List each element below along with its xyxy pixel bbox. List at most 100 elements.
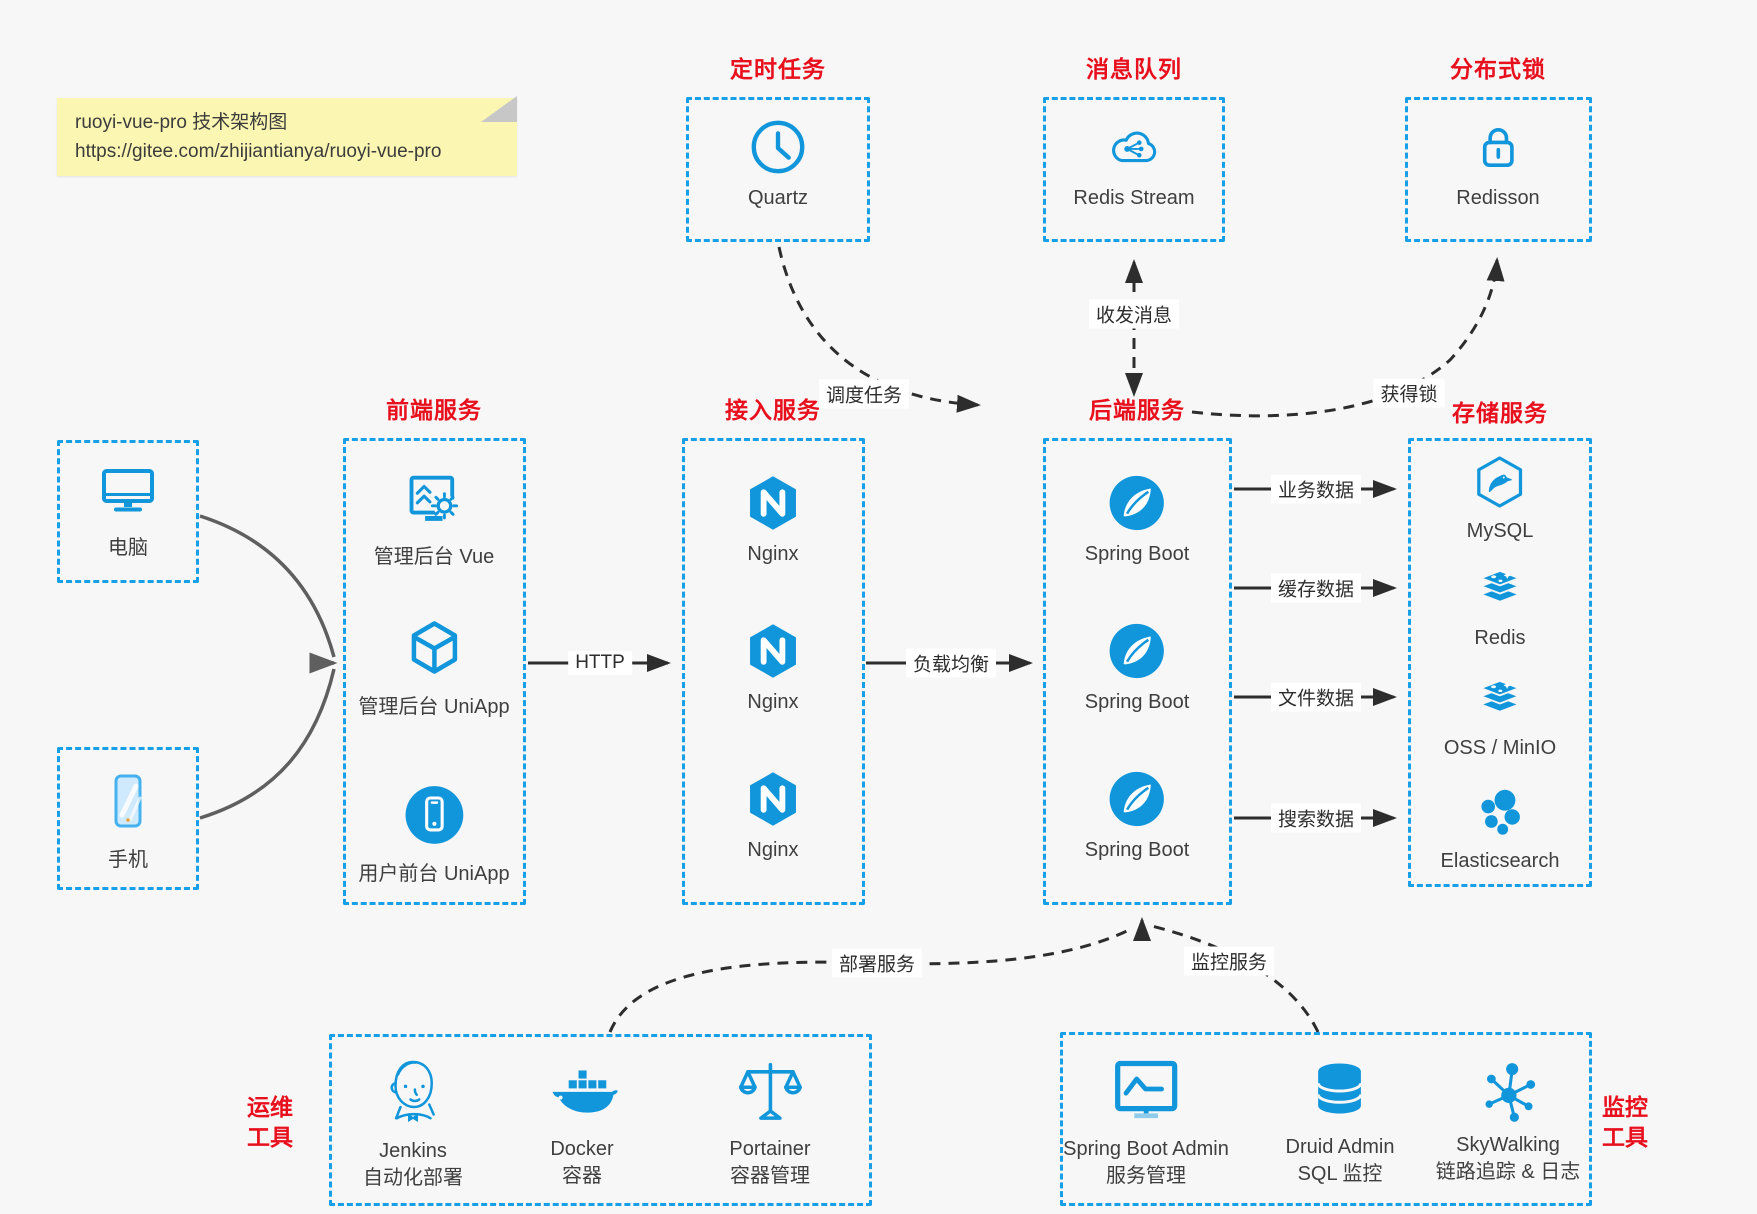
- edge-monitoring: [1151, 924, 1320, 1033]
- druid-icon: [1317, 1063, 1363, 1114]
- title-backend: 后端服务: [1089, 397, 1185, 423]
- tool-name: Docker: [550, 1138, 614, 1160]
- node-nginx-1: Nginx: [743, 472, 803, 566]
- title-access: 接入服务: [725, 397, 821, 423]
- node-docker: Docker 容器: [543, 1056, 621, 1190]
- node-label: Nginx: [747, 543, 799, 565]
- edge-label-http: HTTP: [568, 651, 632, 675]
- note-url: https://gitee.com/zhijiantianya/ruoyi-vu…: [75, 141, 442, 162]
- node-admin-uniapp: 管理后台 UniApp: [358, 617, 510, 719]
- node-label: Nginx: [747, 839, 799, 861]
- node-jenkins: Jenkins 自动化部署: [363, 1052, 463, 1192]
- spring-boot-icon: [1109, 475, 1165, 531]
- node-user-uniapp: 用户前台 UniApp: [358, 782, 510, 886]
- node-label: Redis: [1474, 627, 1526, 649]
- cloud-mq-icon: [1111, 131, 1156, 163]
- tool-desc: 自动化部署: [363, 1167, 463, 1189]
- node-redisson: Redisson: [1456, 116, 1540, 210]
- tool-desc: 容器: [561, 1165, 602, 1187]
- tool-name: Spring Boot Admin: [1063, 1138, 1229, 1160]
- node-label: 用户前台 UniApp: [358, 863, 510, 885]
- elasticsearch-icon: [1481, 789, 1521, 835]
- node-phone: 手机: [96, 768, 160, 872]
- node-label: Docker 容器: [550, 1136, 613, 1190]
- mysql-icon: [1477, 456, 1523, 508]
- uniapp-cube-icon: [411, 621, 457, 674]
- box-storage: [1408, 438, 1592, 887]
- lock-icon: [1482, 128, 1514, 167]
- edge-label-get-lock: 获得锁: [1373, 378, 1445, 408]
- edge-label-schedule: 调度任务: [818, 379, 910, 409]
- node-label: Redis Stream: [1073, 187, 1195, 209]
- tool-desc: 链路追踪 & 日志: [1435, 1161, 1581, 1183]
- edge-clients-to-frontend: [199, 514, 338, 820]
- node-nginx-2: Nginx: [743, 620, 803, 714]
- edge-deploy: [608, 926, 1134, 1033]
- node-label: SkyWalking 链路追踪 & 日志: [1436, 1132, 1580, 1186]
- redis-icon: [1480, 569, 1520, 603]
- title-frontend: 前端服务: [386, 397, 482, 423]
- nginx-icon: [750, 772, 796, 826]
- node-label: OSS / MinIO: [1443, 737, 1557, 759]
- box-dlock: [1405, 97, 1592, 242]
- clock-icon: [751, 120, 805, 174]
- docker-icon: [552, 1070, 618, 1113]
- node-spring-boot-1: Spring Boot: [1084, 472, 1190, 566]
- edge-label-biz-data: 业务数据: [1270, 474, 1362, 504]
- node-label: Spring Boot: [1084, 691, 1190, 713]
- box-monitor-tools: [1060, 1032, 1592, 1206]
- node-label: Druid Admin SQL 监控: [1286, 1134, 1395, 1188]
- node-label: Redisson: [1456, 187, 1540, 209]
- title-storage: 存储服务: [1452, 400, 1548, 426]
- node-druid-admin: Druid Admin SQL 监控: [1286, 1054, 1395, 1188]
- admin-vue-icon: [409, 475, 459, 521]
- spring-boot-icon: [1109, 771, 1165, 827]
- box-computer: [57, 440, 199, 583]
- node-portainer: Portainer 容器管理: [729, 1054, 811, 1190]
- oss-icon: [1480, 679, 1520, 713]
- node-label: Portainer 容器管理: [729, 1136, 810, 1190]
- user-app-icon: [405, 786, 463, 844]
- node-oss-minio: OSS / MinIO: [1444, 670, 1556, 760]
- smartphone-icon: [114, 774, 142, 828]
- spring-boot-admin-icon: [1114, 1060, 1178, 1119]
- edge-label-search-data: 搜索数据: [1270, 803, 1362, 833]
- node-label: Elasticsearch: [1440, 850, 1560, 872]
- node-label: 管理后台 UniApp: [358, 696, 510, 718]
- edge-label-monitoring: 监控服务: [1183, 946, 1275, 976]
- edge-label-file-data: 文件数据: [1270, 682, 1362, 712]
- tool-desc: 容器管理: [730, 1165, 810, 1187]
- box-access: [682, 438, 865, 905]
- node-label: 管理后台 Vue: [373, 546, 495, 568]
- node-spring-boot-2: Spring Boot: [1084, 620, 1190, 714]
- node-label: 电脑: [108, 537, 148, 559]
- edge-label-load-balance: 负载均衡: [905, 648, 997, 678]
- node-mysql: MySQL: [1466, 453, 1534, 543]
- node-label: MySQL: [1466, 520, 1534, 542]
- box-scheduler: [686, 97, 870, 242]
- edge-label-message: 收发消息: [1088, 299, 1180, 329]
- box-frontend: [343, 438, 526, 905]
- node-spring-boot-3: Spring Boot: [1084, 768, 1190, 862]
- node-skywalking: SkyWalking 链路追踪 & 日志: [1436, 1056, 1580, 1186]
- node-elasticsearch: Elasticsearch: [1440, 783, 1560, 873]
- node-label: Spring Boot: [1084, 543, 1190, 565]
- box-ops-tools: [329, 1034, 872, 1206]
- node-label: Nginx: [747, 691, 799, 713]
- node-computer: 电脑: [96, 458, 160, 560]
- note-fold-corner: [481, 96, 517, 122]
- title-scheduler: 定时任务: [730, 56, 826, 82]
- tool-name: Jenkins: [379, 1140, 447, 1162]
- skywalking-icon: [1485, 1063, 1536, 1122]
- note-title: ruoyi-vue-pro 技术架构图: [75, 112, 288, 133]
- node-spring-boot-admin: Spring Boot Admin 服务管理: [1063, 1054, 1229, 1190]
- node-quartz: Quartz: [747, 116, 809, 210]
- node-label: Spring Boot: [1084, 839, 1190, 861]
- tool-name: Portainer: [729, 1138, 811, 1160]
- tool-name: SkyWalking: [1456, 1134, 1560, 1156]
- edge-label-deploy: 部署服务: [831, 948, 923, 978]
- desktop-icon: [102, 469, 154, 512]
- box-phone: [57, 747, 199, 890]
- edge-label-cache-data: 缓存数据: [1270, 573, 1362, 603]
- node-label: Quartz: [747, 187, 809, 209]
